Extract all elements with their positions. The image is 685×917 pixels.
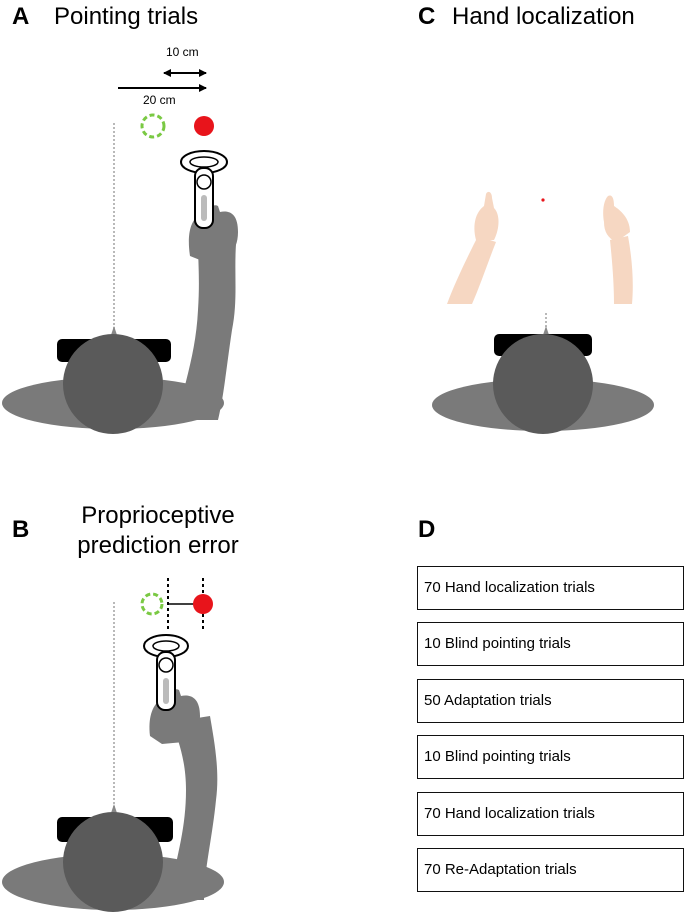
scale-label-10cm: 10 cm [166,45,199,59]
right-hand [603,195,630,242]
localization-dot [541,198,545,202]
panel-letter-c: C [418,3,436,30]
protocol-list: 70 Hand localization trials 10 Blind poi… [417,566,684,904]
panel-b-scene [2,578,224,912]
arm [176,244,236,420]
protocol-step: 50 Adaptation trials [417,678,684,723]
left-forearm [447,236,496,304]
left-hand [474,191,499,240]
scale-label-20cm: 20 cm [143,93,176,107]
panel-letter-a: A [12,3,30,30]
protocol-step: 70 Re-Adaptation trials [417,847,684,892]
protocol-step: 10 Blind pointing trials [417,622,684,667]
panel-title-a: Pointing trials [54,3,199,30]
panel-c-scene [432,191,654,434]
panel-title-b: Proprioceptive prediction error [48,501,268,561]
panel-title-b-line2: prediction error [77,532,239,559]
head [63,334,163,434]
protocol-step: 70 Hand localization trials [417,566,684,610]
panel-title-b-line1: Proprioceptive [81,502,235,529]
panel-letter-b: B [12,516,30,543]
target-dot [194,116,214,136]
vr-controller-icon-b [143,634,189,711]
head-b [63,812,163,912]
vr-controller-icon [180,150,228,229]
start-position-ring-b [140,592,164,616]
head-c [493,334,593,434]
arm-b [168,716,218,900]
start-position-ring [140,113,166,139]
panel-a-scene [2,69,238,434]
midline-marker-icon-c [543,326,549,335]
target-dot-b [193,594,213,614]
protocol-step: 70 Hand localization trials [417,791,684,836]
protocol-step: 10 Blind pointing trials [417,735,684,780]
panel-letter-d: D [418,516,436,543]
panel-title-c: Hand localization [452,3,635,30]
right-forearm [610,236,633,304]
